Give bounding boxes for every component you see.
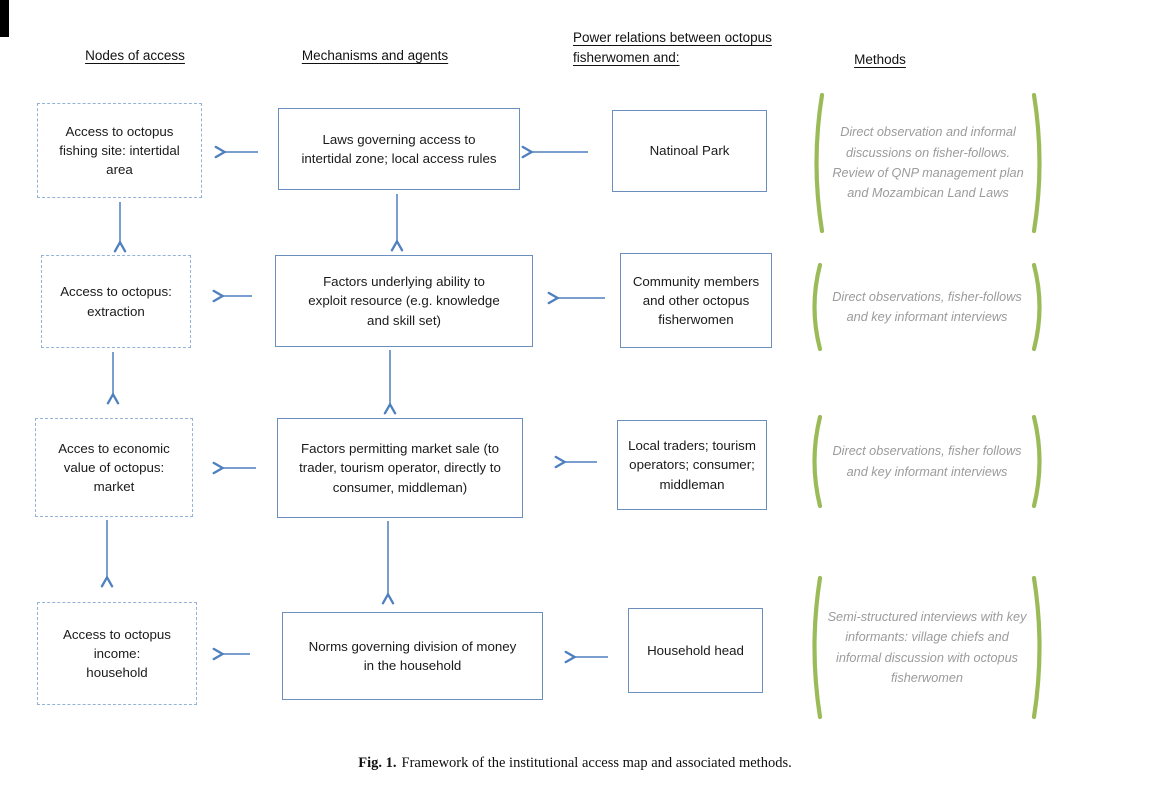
caption-label: Fig. 1. <box>358 755 397 771</box>
right-bracket-icon <box>1031 92 1042 234</box>
left-bracket-icon <box>812 262 823 352</box>
node-box-fishing-site: Access to octopus fishing site: intertid… <box>37 103 202 198</box>
left-bracket-icon <box>812 575 823 720</box>
column-header-mechanisms: Mechanisms and agents <box>301 48 449 63</box>
left-bracket-icon <box>814 92 825 234</box>
mechanism-box-norms: Norms governing division of money in the… <box>282 612 543 700</box>
mechanism-box-market-sale: Factors permitting market sale (to trade… <box>277 418 523 518</box>
methods-text: Direct observations, fisher follows and … <box>832 444 1022 479</box>
methods-text: Direct observations, fisher-follows and … <box>832 289 1022 324</box>
node-box-extraction: Access to octopus: extraction <box>41 255 191 348</box>
column-header-methods: Methods <box>854 52 906 67</box>
methods-note-2: Direct observations, fisher-follows and … <box>808 262 1046 352</box>
node-box-market: Acces to economic value of octopus: mark… <box>35 418 193 517</box>
right-bracket-icon <box>1031 575 1042 720</box>
column-header-power-relations: Power relations between octopus fisherwo… <box>573 30 772 65</box>
scan-artifact <box>0 0 9 37</box>
caption-text: Framework of the institutional access ma… <box>401 755 792 771</box>
column-header-nodes: Nodes of access <box>85 48 185 63</box>
right-bracket-icon <box>1031 414 1042 509</box>
left-bracket-icon <box>812 414 823 509</box>
node-box-household-income: Access to octopus income: household <box>37 602 197 705</box>
power-box-national-park: Natinoal Park <box>612 110 767 192</box>
power-box-traders: Local traders; tourism operators; consum… <box>617 420 767 510</box>
methods-note-1: Direct observation and informal discussi… <box>810 92 1046 234</box>
right-bracket-icon <box>1031 262 1042 352</box>
methods-text: Direct observation and informal discussi… <box>832 125 1024 201</box>
methods-text: Semi-structured interviews with key info… <box>827 609 1027 685</box>
figure-caption: Fig. 1.Framework of the institutional ac… <box>0 755 1150 772</box>
mechanism-box-ability: Factors underlying ability to exploit re… <box>275 255 533 347</box>
methods-note-3: Direct observations, fisher follows and … <box>808 414 1046 509</box>
mechanism-box-laws: Laws governing access to intertidal zone… <box>278 108 520 190</box>
methods-note-4: Semi-structured interviews with key info… <box>808 575 1046 720</box>
power-box-community: Community members and other octopus fish… <box>620 253 772 348</box>
power-box-household-head: Household head <box>628 608 763 693</box>
